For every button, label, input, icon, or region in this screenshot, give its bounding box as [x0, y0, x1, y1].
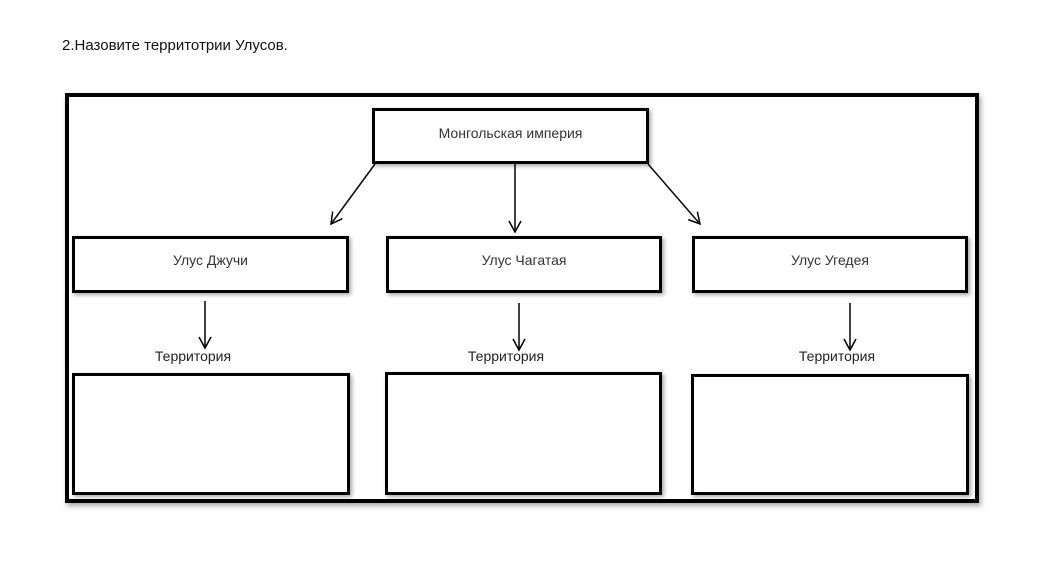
territory-answer-box-2[interactable] [385, 372, 662, 495]
question-text: 2.Назовите территотрии Улусов. [62, 37, 288, 54]
territory-label-3: Территория [798, 348, 876, 364]
territory-answer-box-3[interactable] [691, 374, 969, 495]
ulus-box-chagatai: Улус Чагатая [386, 236, 662, 293]
root-box: Монгольская империя [372, 108, 649, 164]
arrow-to-jochi [330, 163, 376, 226]
arrow-to-ogedei [647, 163, 702, 226]
territory-answer-box-1[interactable] [72, 373, 350, 495]
diagram-frame [65, 93, 979, 503]
ulus-box-ogedei: Улус Угедея [692, 236, 968, 293]
territory-label-1: Территория [154, 348, 232, 364]
ulus-box-jochi: Улус Джучи [72, 236, 349, 293]
territory-label-2: Территория [467, 348, 545, 364]
